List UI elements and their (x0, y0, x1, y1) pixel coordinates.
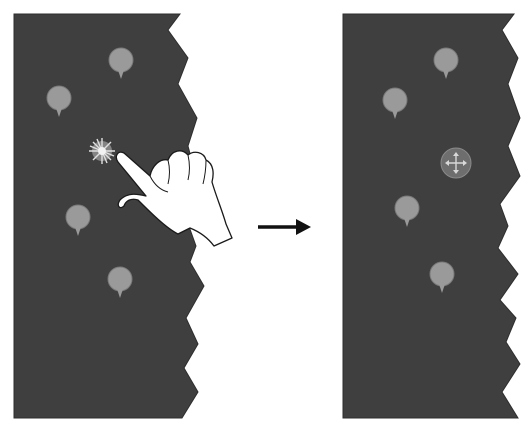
before-panel (14, 14, 232, 418)
move-cursor-icon[interactable] (441, 148, 471, 178)
right-arrow-icon (258, 219, 311, 235)
after-panel (343, 14, 520, 418)
after-panel-surface (343, 14, 520, 418)
